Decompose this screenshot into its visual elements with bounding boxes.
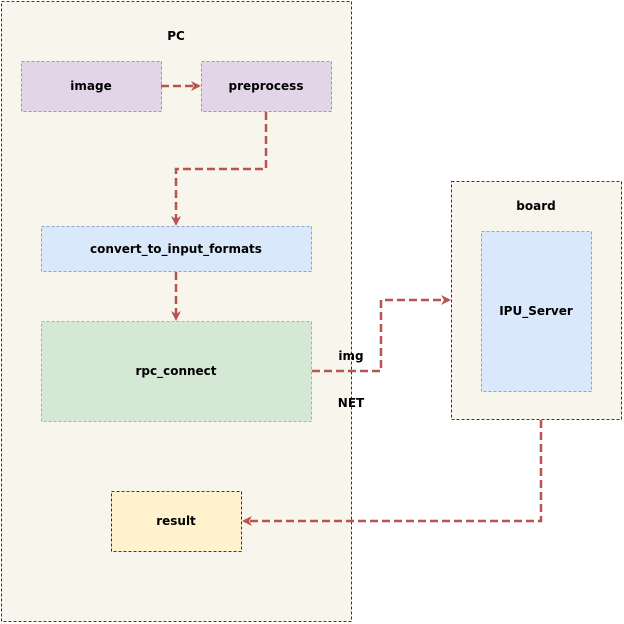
- edge-preprocess-to-convert: [171, 112, 268, 226]
- rpc-connect-node-label: rpc_connect: [135, 364, 216, 379]
- image-node-label: image: [70, 79, 111, 93]
- edge-label-net: NET: [338, 396, 365, 410]
- preprocess-node: preprocess: [201, 61, 332, 112]
- edge-label-img: img: [338, 349, 363, 363]
- image-node: image: [21, 61, 162, 112]
- board-container-label: board: [516, 199, 555, 213]
- result-node-label: result: [156, 514, 196, 528]
- edge-rpc-to-board: [312, 295, 451, 373]
- pc-container-label: PC: [167, 29, 185, 43]
- ipu-server-node: IPU_Server: [481, 231, 592, 392]
- edge-board-to-result: [242, 420, 543, 526]
- convert-node-label: convert_to_input_formats: [90, 242, 262, 257]
- result-node: result: [111, 491, 242, 552]
- convert-node: convert_to_input_formats: [41, 226, 312, 272]
- rpc-connect-node: rpc_connect: [41, 321, 312, 422]
- preprocess-node-label: preprocess: [229, 79, 304, 93]
- ipu-server-node-label: IPU_Server: [499, 304, 573, 319]
